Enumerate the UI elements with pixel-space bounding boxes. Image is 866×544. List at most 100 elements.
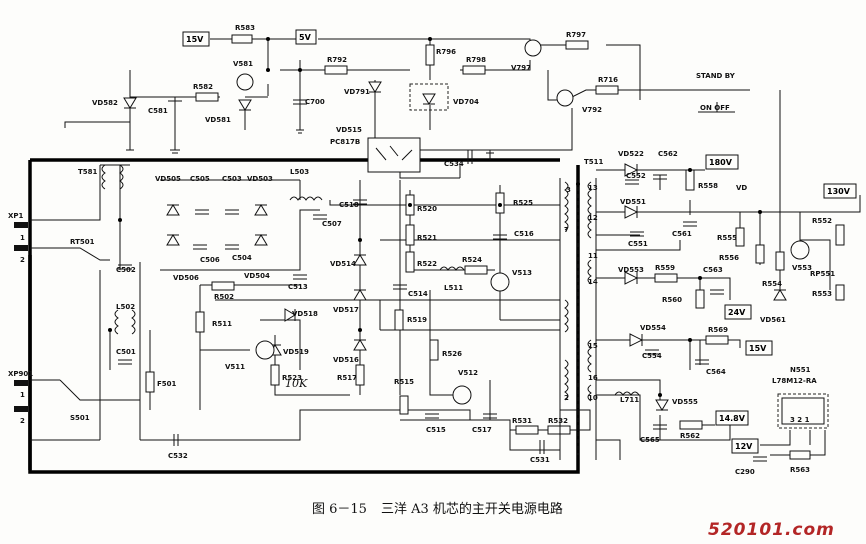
box-180v — [705, 154, 739, 170]
t511-transformer — [559, 178, 597, 460]
l511-label: L511 — [444, 284, 463, 292]
vd504-diode — [254, 234, 268, 246]
r519-resistor — [394, 309, 404, 331]
ic-part: L78M12-RA — [772, 377, 817, 385]
t581-label: T581 — [78, 168, 98, 176]
c531-label: C531 — [530, 456, 550, 464]
rt501-label: RT501 — [70, 238, 95, 246]
r523-resistor — [270, 364, 280, 386]
r716-label: R716 — [598, 76, 618, 84]
c513-label: C513 — [288, 283, 308, 291]
r526-label: R526 — [442, 350, 462, 358]
r553-label: R553 — [812, 290, 832, 298]
c700-cap — [293, 99, 307, 105]
r521-label: R521 — [417, 234, 437, 242]
c700-label: C700 — [305, 98, 325, 106]
c517-label: C517 — [472, 426, 492, 434]
vd514-diode — [353, 254, 367, 266]
vd582-diode — [123, 97, 137, 109]
vd791-label: VD791 — [344, 88, 370, 96]
vd505-label: VD505 — [155, 175, 181, 183]
box-24v — [724, 304, 752, 320]
vd581-diode — [238, 99, 252, 111]
l503-inductor — [289, 196, 323, 201]
l711-inductor — [614, 391, 640, 396]
xp1-pin-1 — [14, 222, 28, 228]
r582-resistor — [195, 92, 219, 102]
c561-label: C561 — [672, 230, 692, 238]
n551-regulator — [781, 397, 825, 425]
c562-label: C562 — [658, 150, 678, 158]
c505-cap — [195, 209, 209, 215]
c517-cap — [483, 413, 497, 419]
standby-label: STAND BY — [696, 72, 736, 80]
vd515-label: VD515 — [336, 126, 362, 134]
vd555-diode — [655, 399, 669, 411]
optocoupler-internals — [375, 145, 413, 161]
r559-resistor — [654, 273, 678, 283]
vd582-label: VD582 — [92, 99, 118, 107]
r563-resistor — [789, 450, 811, 460]
pc817b-optocoupler — [367, 137, 421, 173]
vd517-diode — [353, 289, 367, 301]
box-14-8v — [715, 410, 749, 426]
c581-label: C581 — [148, 107, 168, 115]
c501-cap — [118, 359, 132, 365]
c534-label: C534 — [444, 160, 464, 168]
v581-label: V581 — [233, 60, 253, 68]
s501-label: S501 — [70, 414, 90, 422]
v797-label: V797 — [511, 64, 531, 72]
c507-label: C507 — [322, 220, 342, 228]
v797-transistor — [524, 39, 542, 57]
r792-resistor — [324, 65, 348, 75]
r555-label: R555 — [717, 234, 737, 242]
vd561-label: VD561 — [760, 316, 786, 324]
xp901-pin2-label: 2 — [20, 417, 25, 425]
r522-resistor — [405, 251, 415, 273]
c502-cap — [118, 264, 132, 270]
label-24v: 24V — [728, 308, 746, 317]
vd516-label: VD516 — [333, 356, 359, 364]
r556-resistor — [755, 244, 765, 264]
c502-label: C502 — [116, 266, 136, 274]
r515-resistor — [399, 395, 409, 415]
r511-resistor — [195, 311, 205, 333]
hot-ground-lines — [28, 158, 580, 474]
r523-label: R523 — [282, 374, 302, 382]
vd554-label: VD554 — [640, 324, 666, 332]
c552-label: C552 — [626, 172, 646, 180]
transformer-pin-numbers: 3 13 12 7 11 14 15 16 2 10 — [564, 184, 598, 402]
r526-resistor — [429, 339, 439, 361]
vd506-diode — [166, 234, 180, 246]
r563-label: R563 — [790, 466, 810, 474]
voltage-boxes: 15V 5V 180V 130V 24V 15V 14.8V 12V — [182, 29, 857, 454]
xp1-label: XP1 — [8, 212, 24, 220]
r522-label: R522 — [417, 260, 437, 268]
r552-resistor — [835, 224, 845, 246]
c507-cap — [313, 214, 327, 220]
r792-label: R792 — [327, 56, 347, 64]
junction-dots — [108, 37, 762, 397]
rp551-label: RP551 — [810, 270, 835, 278]
r797-label: R797 — [566, 31, 586, 39]
wires — [30, 38, 861, 460]
vd505-diode — [166, 204, 180, 216]
r797-resistor — [565, 40, 589, 50]
r569-resistor — [705, 335, 729, 345]
c564-cap — [695, 359, 709, 365]
r554-label: R554 — [762, 280, 782, 288]
l503-label: L503 — [290, 168, 309, 176]
box-130v — [823, 183, 857, 199]
c565-label: C565 — [640, 436, 660, 444]
r798-resistor — [462, 65, 486, 75]
v553-transistor — [790, 240, 810, 260]
c514-label: C514 — [408, 290, 428, 298]
t511-label: T511 — [584, 158, 604, 166]
r531-resistor — [515, 425, 539, 435]
t581-coil-b — [119, 164, 124, 190]
label-130v: 130V — [827, 187, 851, 196]
c531-cap — [539, 440, 545, 454]
v513-transistor — [490, 272, 510, 292]
r555-resistor — [735, 227, 745, 247]
transformer-pin-6: 15 — [588, 342, 598, 350]
